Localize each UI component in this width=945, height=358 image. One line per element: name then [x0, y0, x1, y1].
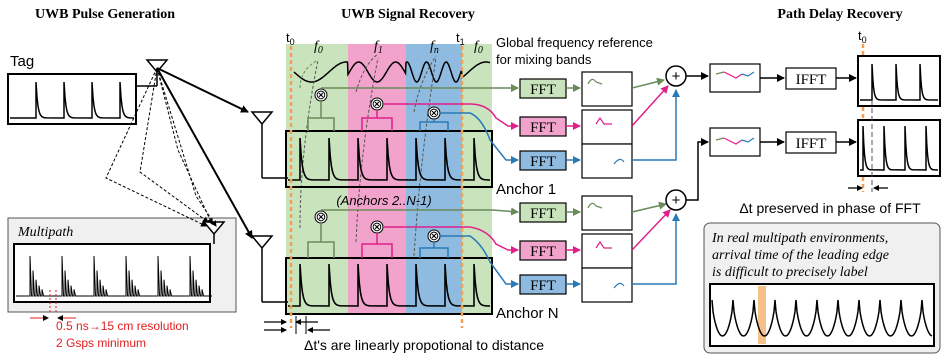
anchor-n-pulse-train	[288, 263, 491, 307]
freq-label-f1: f1	[374, 39, 383, 56]
note-line-1: In real multipath environments,	[711, 231, 888, 246]
output-pulses-anchor-1	[860, 63, 939, 101]
spectrum-thumb	[581, 109, 633, 145]
fft-block-anchor-n-fn: FFT	[519, 274, 567, 295]
multipath-label: Multipath	[17, 225, 73, 240]
fft-block-anchor-1-f1: FFT	[519, 116, 567, 137]
tag-antenna-icon	[136, 59, 169, 87]
mixer-icons: ⊗ ⊗ ⊗ ⊗ ⊗ ⊗	[314, 87, 441, 243]
svg-text:⊗: ⊗	[372, 219, 383, 234]
anchor-n-label: Anchor N	[496, 305, 559, 322]
svg-text:+: +	[672, 68, 681, 85]
svg-text:FFT: FFT	[530, 244, 556, 260]
freq-label-f0-repeat: f0	[474, 39, 483, 56]
anchor-1-signal-box	[285, 130, 493, 188]
global-reference-text-line1: Global frequency reference	[496, 35, 653, 50]
global-reference-waveform	[293, 61, 491, 83]
svg-text:FFT: FFT	[530, 278, 556, 294]
tag-label: Tag	[10, 53, 34, 70]
anchors-middle-label: (Anchors 2..N-1)	[336, 193, 431, 208]
phase-caption: Δt preserved in phase of FFT	[739, 200, 921, 216]
combined-spectrum-anchor-n	[709, 127, 761, 157]
fft-block-anchor-1-fn: FFT	[519, 150, 567, 171]
mixer-icon: ⊗	[370, 96, 384, 111]
multipath-signal-box	[13, 243, 211, 303]
multipath-pulse-train	[16, 255, 212, 297]
bottom-caption: Δt's are linearly propotional to distanc…	[304, 337, 544, 353]
resolution-text: 0.5 ns→15 cm resolution	[56, 319, 189, 333]
ifft-block-anchor-n: IFFT	[785, 131, 837, 154]
output-box-anchor-1	[857, 55, 941, 107]
fft-block-anchor-n-f0: FFT	[519, 202, 567, 223]
svg-text:FFT: FFT	[530, 82, 556, 98]
band-routing-anchor-n	[307, 207, 519, 288]
svg-text:⊗: ⊗	[316, 209, 327, 224]
note-signal-box	[709, 283, 935, 347]
svg-text:+: +	[672, 192, 681, 209]
band-f0-repeat	[462, 44, 492, 314]
mixer-icon: ⊗	[314, 87, 328, 102]
note-line-3: is difficult to precisely label	[712, 265, 868, 280]
mixer-icon: ⊗	[427, 105, 441, 120]
spectrum-thumb	[581, 143, 633, 179]
freq-label-fn: fn	[430, 39, 439, 56]
svg-text:IFFT: IFFT	[796, 72, 827, 88]
anchor-n-signal-box	[285, 257, 493, 315]
fft-block-anchor-1-f0: FFT	[519, 78, 567, 99]
tag-pulse-train	[10, 81, 135, 119]
mixer-icon: ⊗	[314, 209, 328, 224]
anchor-1-label: Anchor 1	[496, 181, 556, 198]
t0-label: t0	[286, 30, 295, 47]
sum-node-anchor-1: +	[665, 65, 687, 87]
spectrum-thumb	[581, 267, 633, 303]
sum-node-anchor-n: +	[665, 189, 687, 211]
anchor-1-antenna-icon	[250, 111, 288, 179]
svg-text:FFT: FFT	[530, 206, 556, 222]
output-t0-label: t0	[858, 28, 867, 45]
mixing-paths	[299, 53, 437, 257]
sum-n-arrow	[686, 138, 709, 201]
leading-edge-highlight	[758, 286, 766, 344]
band-routing-anchor-1	[307, 84, 519, 164]
note-line-2: arrival time of the leading edge	[712, 248, 889, 263]
spectrum-traces	[587, 78, 625, 289]
spectrum-to-sum-arrows	[631, 77, 680, 285]
note-multipath-waveform	[711, 299, 933, 337]
anchor-1-pulse-train	[288, 137, 491, 181]
svg-text:FFT: FFT	[530, 154, 556, 170]
global-reference-text-line2: for mixing bands	[496, 52, 592, 67]
propagation-paths	[105, 67, 253, 239]
t1-label: t1	[456, 30, 465, 47]
freq-label-f0: f0	[314, 39, 323, 56]
spectrum-thumb	[581, 195, 633, 231]
title-path-delay-recovery: Path Delay Recovery	[777, 7, 902, 22]
sampling-text: 2 Gsps minimum	[56, 336, 146, 350]
spectrum-thumbnails	[581, 71, 633, 303]
title-pulse-generation: UWB Pulse Generation	[35, 7, 175, 22]
combined-spectrum-traces	[715, 71, 755, 145]
svg-text:⊗: ⊗	[429, 105, 440, 120]
output-pulses-anchor-n	[860, 125, 939, 171]
fft-block-anchor-n-f1: FFT	[519, 240, 567, 261]
svg-text:FFT: FFT	[530, 120, 556, 136]
tag-signal-box	[7, 73, 137, 125]
title-signal-recovery: UWB Signal Recovery	[341, 7, 475, 22]
mixer-icon: ⊗	[427, 228, 441, 243]
mixer-icon: ⊗	[370, 219, 384, 234]
spectrum-thumb	[581, 71, 633, 107]
fft-to-spectrum-arrows	[566, 84, 581, 288]
ifft-block-anchor-1: IFFT	[785, 67, 837, 90]
svg-text:IFFT: IFFT	[796, 136, 827, 152]
svg-text:⊗: ⊗	[372, 96, 383, 111]
svg-text:⊗: ⊗	[316, 87, 327, 102]
bottom-delay-arrows	[264, 316, 330, 334]
anchor-n-antenna-icon	[250, 235, 288, 303]
spectrum-thumb	[581, 233, 633, 269]
svg-text:⊗: ⊗	[429, 228, 440, 243]
